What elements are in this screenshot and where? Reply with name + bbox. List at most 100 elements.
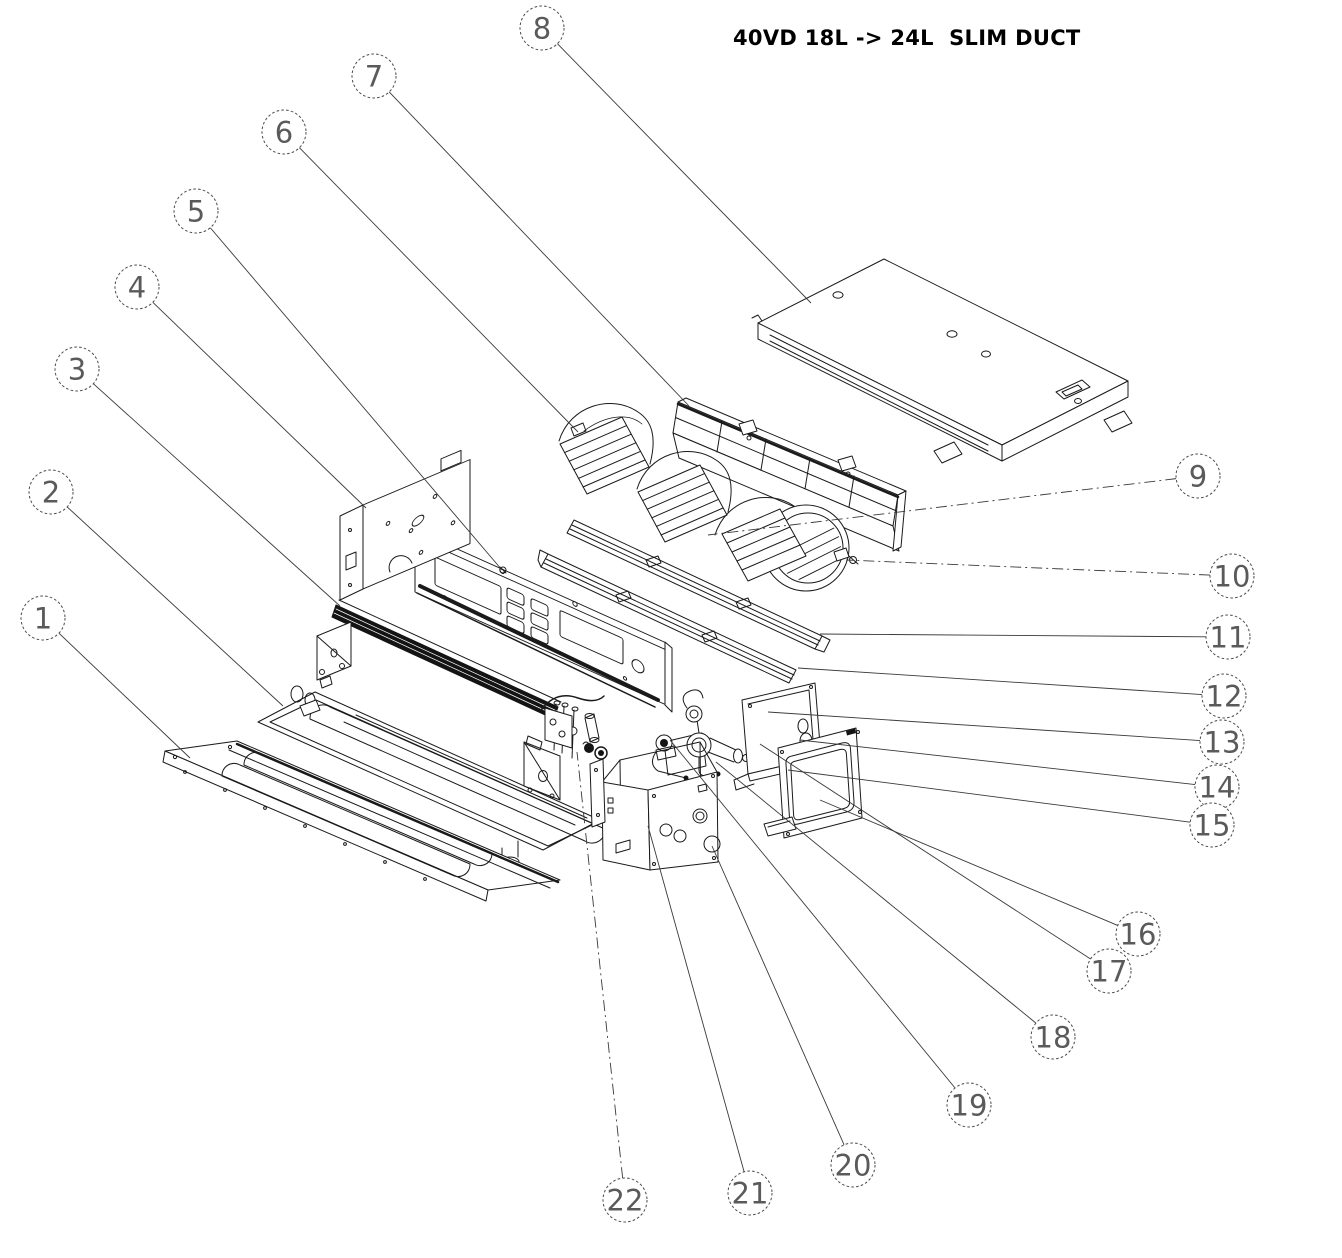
part-heat-exchanger (316, 599, 562, 720)
balloon-circle (173, 188, 219, 234)
part-blower-assembly (558, 403, 859, 592)
balloon-number: 19 (951, 1089, 988, 1123)
balloon-circle (1115, 911, 1161, 957)
balloon-21: 21 (647, 825, 773, 1216)
balloon-circle (20, 595, 66, 641)
balloon-leader (58, 632, 191, 759)
balloon-19: 19 (669, 739, 992, 1128)
balloon-number: 3 (68, 353, 86, 387)
balloon-leader (66, 506, 284, 707)
balloon-leader (707, 478, 1177, 536)
balloon-leader (93, 383, 341, 607)
balloon-number: 5 (187, 195, 205, 229)
balloon-circle (28, 469, 74, 515)
balloon-number: 21 (732, 1177, 769, 1211)
balloon-leader (388, 91, 690, 407)
balloon-13: 13 (767, 711, 1245, 765)
part-bottom-panel (162, 740, 561, 902)
balloon-leader (152, 301, 367, 509)
balloon-leader (797, 667, 1203, 696)
balloon-20: 20 (711, 845, 876, 1188)
balloon-leader (299, 147, 579, 433)
balloon-2: 2 (28, 469, 284, 707)
balloon-18: 18 (715, 761, 1076, 1060)
balloon-1: 1 (20, 595, 191, 759)
parts-linework (162, 258, 1133, 902)
balloon-leader (209, 227, 503, 571)
balloon-leader (647, 825, 745, 1172)
balloon-circle (727, 1170, 773, 1216)
balloon-number: 17 (1091, 955, 1128, 989)
balloon-circle (946, 1082, 992, 1128)
balloon-14: 14 (799, 739, 1240, 810)
balloon-number: 1 (34, 602, 52, 636)
balloon-number: 11 (1210, 621, 1247, 655)
balloon-circle (830, 1142, 876, 1188)
balloon-circle (1201, 673, 1247, 719)
balloon-leader (576, 751, 624, 1179)
balloon-leader (799, 739, 1196, 785)
balloon-number: 16 (1120, 918, 1157, 952)
balloon-8: 8 (519, 5, 812, 304)
balloon-9: 9 (707, 453, 1221, 536)
balloon-leader (557, 43, 812, 304)
balloon-leader (787, 769, 1191, 823)
balloon-12: 12 (797, 667, 1247, 719)
balloon-circle (1209, 553, 1255, 599)
balloon-circle (1086, 948, 1132, 994)
balloon-number: 18 (1035, 1021, 1072, 1055)
balloon-leader (759, 743, 1091, 960)
balloon-leader (819, 799, 1118, 926)
balloon-11: 11 (819, 614, 1251, 660)
balloon-leader (767, 711, 1201, 741)
balloon-number: 6 (275, 116, 293, 150)
balloon-circle (1205, 614, 1251, 660)
part-right-side-panels (733, 682, 863, 839)
balloon-7: 7 (351, 53, 690, 407)
part-top-cover (751, 258, 1133, 464)
balloon-circle (1199, 719, 1245, 765)
part-piping-cluster (523, 695, 608, 801)
part-electrical-box (589, 741, 721, 871)
balloon-leader (845, 559, 1211, 576)
balloon-5: 5 (173, 188, 503, 571)
balloon-circle (114, 264, 160, 310)
balloon-16: 16 (819, 799, 1161, 957)
diagram-title: 40VD 18L -> 24L SLIM DUCT (733, 26, 1081, 50)
balloon-number: 7 (365, 60, 383, 94)
balloon-number: 8 (533, 12, 551, 46)
balloon-leader (715, 761, 1037, 1024)
balloon-6: 6 (261, 109, 579, 433)
balloon-number: 4 (128, 271, 146, 305)
balloon-circle (351, 53, 397, 99)
balloon-3: 3 (54, 346, 341, 607)
balloon-leader (711, 845, 845, 1146)
balloon-circle (519, 5, 565, 51)
part-filter (672, 397, 907, 552)
balloon-circle (261, 109, 307, 155)
balloon-circle (54, 346, 100, 392)
balloon-circle (1175, 453, 1221, 499)
balloon-number: 12 (1206, 680, 1243, 714)
balloon-17: 17 (759, 743, 1132, 994)
balloon-4: 4 (114, 264, 367, 509)
balloon-15: 15 (787, 769, 1235, 848)
part-slide-rails (537, 519, 831, 684)
balloon-number: 13 (1204, 726, 1241, 760)
balloon-circle (1189, 802, 1235, 848)
balloon-number: 14 (1199, 771, 1236, 805)
balloon-number: 2 (42, 476, 60, 510)
balloon-number: 22 (607, 1184, 644, 1218)
balloon-10: 10 (845, 553, 1255, 599)
balloon-leader (819, 633, 1207, 638)
balloon-number: 20 (835, 1149, 872, 1183)
balloon-leader (669, 739, 956, 1089)
part-rear-panel (414, 529, 673, 713)
balloon-circle (602, 1177, 648, 1223)
balloon-number: 10 (1214, 560, 1251, 594)
balloon-circle (1030, 1014, 1076, 1060)
part-left-end-plate (339, 449, 471, 601)
